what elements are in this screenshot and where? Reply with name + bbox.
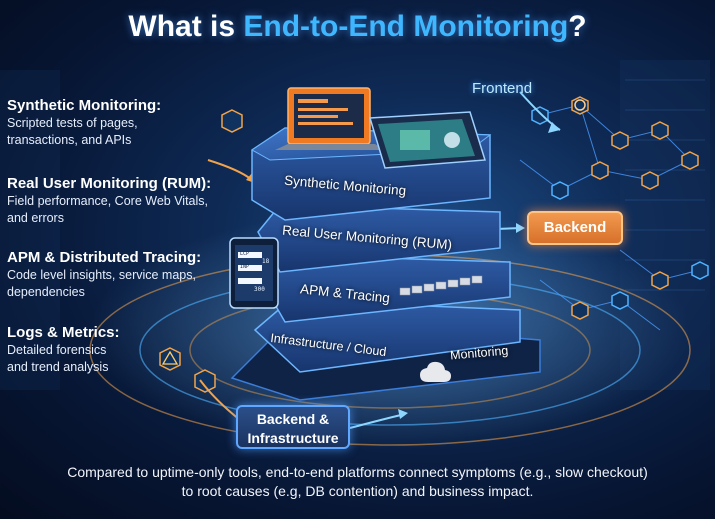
synthetic-monitoring-block: Synthetic Monitoring: Scripted tests of … xyxy=(7,96,252,149)
logs-heading: Logs & Metrics: xyxy=(7,324,120,341)
page-title: What is End-to-End Monitoring? xyxy=(128,10,587,43)
warning-icon xyxy=(161,350,179,365)
frontend-label: Frontend xyxy=(472,80,533,97)
rum-line-1: Field performance, Core Web Vitals, xyxy=(7,194,209,208)
footer-line-2: to root causes (e.g, DB contention) and … xyxy=(181,483,534,499)
backend-infra-line-2: Infrastructure xyxy=(247,430,339,446)
logs-line-1: Detailed forensics xyxy=(7,343,107,357)
footer-line-1: Compared to uptime-only tools, end-to-en… xyxy=(67,464,648,480)
title-accent: End-to-End Monitoring xyxy=(243,10,569,43)
apm-line-2: dependencies xyxy=(7,285,85,299)
synthetic-line-2: transactions, and APIs xyxy=(7,133,132,147)
dashboard-tablet-icon xyxy=(369,111,486,169)
apm-heading: APM & Distributed Tracing: xyxy=(7,249,202,266)
backend-infra-line-1: Backend & xyxy=(256,411,330,427)
apm-block: APM & Distributed Tracing: Code level in… xyxy=(7,248,252,301)
synthetic-heading: Synthetic Monitoring: xyxy=(7,97,162,114)
apm-line-1: Code level insights, service maps, xyxy=(7,268,196,282)
gear-icon xyxy=(574,99,586,111)
logs-line-2: and trend analysis xyxy=(7,360,109,374)
phone-device xyxy=(229,237,279,309)
device-inp-value: 300 xyxy=(254,286,265,293)
footer-caption: Compared to uptime-only tools, end-to-en… xyxy=(0,463,715,501)
device-lcp-value: 18 xyxy=(262,258,270,265)
rum-heading: Real User Monitoring (RUM): xyxy=(7,175,212,192)
synthetic-line-1: Scripted tests of pages, xyxy=(7,116,138,130)
backend-infrastructure-label: Backend & Infrastructure xyxy=(236,405,350,449)
rum-line-2: and errors xyxy=(7,211,64,225)
device-inp-label: INP xyxy=(240,264,250,270)
backend-label: Backend xyxy=(527,211,623,245)
laptop-icon xyxy=(275,87,385,150)
device-lcp-label: LCP xyxy=(240,251,250,257)
rum-block: Real User Monitoring (RUM): Field perfor… xyxy=(7,174,252,227)
cloud-icon xyxy=(420,361,451,382)
logs-block: Logs & Metrics: Detailed forensics and t… xyxy=(7,323,252,376)
